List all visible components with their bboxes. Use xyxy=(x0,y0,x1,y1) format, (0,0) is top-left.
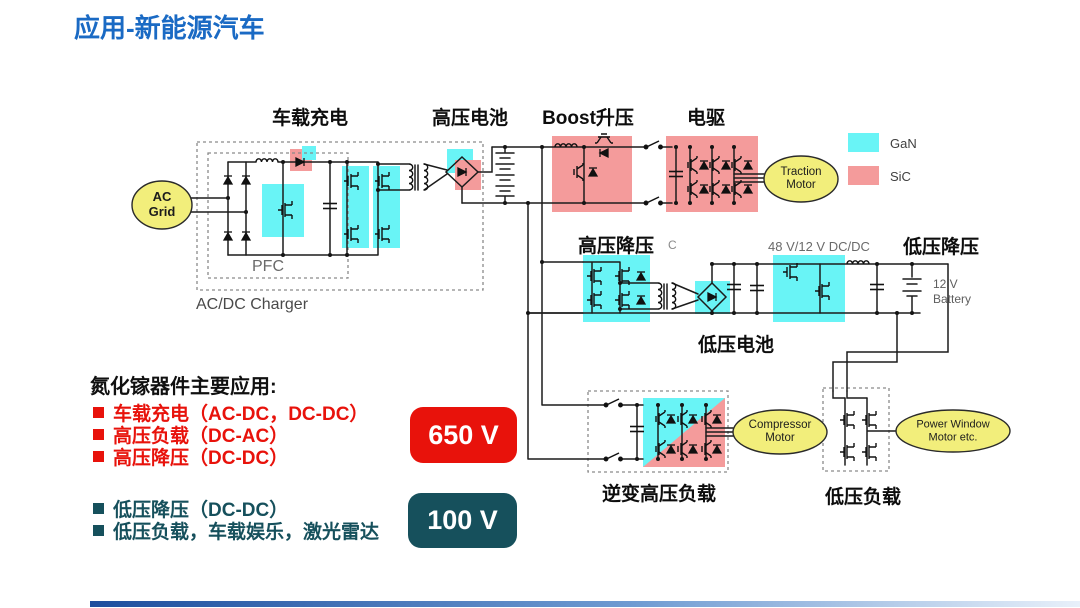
compressor-motor-node xyxy=(732,409,828,455)
summary-heading: 氮化镓器件主要应用: xyxy=(90,376,277,398)
traction-motor-label: Traction Motor xyxy=(780,166,821,192)
list-item: 高压降压（DC-DC） xyxy=(93,446,368,469)
junction-dots xyxy=(226,145,914,461)
compressor-line1: Compressor xyxy=(748,418,812,431)
legend-sic-label: SiC xyxy=(890,169,911,184)
ac-grid-node xyxy=(131,180,193,230)
list-item-text: 高压降压（DC-DC） xyxy=(113,447,289,469)
label-lv-buck: 低压降压 xyxy=(902,237,980,258)
legend-gan-label: GaN xyxy=(890,136,917,151)
label-onboard-charger: 车载充电 xyxy=(271,108,349,129)
power-window-line1: Power Window xyxy=(916,418,990,431)
ac-grid-label: AC Grid xyxy=(148,189,176,220)
legend-sic-swatch xyxy=(848,166,879,185)
power-window-motor-label: Power Window Motor etc. xyxy=(916,418,989,443)
label-48v12v-dcdc: 48 V/12 V DC/DC xyxy=(768,239,870,254)
bullet-icon xyxy=(93,450,104,462)
wires xyxy=(189,146,949,466)
power-window-line2: Motor etc. xyxy=(928,431,978,443)
badge-650v: 650 V xyxy=(410,407,517,463)
bullet-icon xyxy=(93,502,104,514)
list-item-text: 低压降压（DC-DC） xyxy=(113,499,289,521)
label-edrive: 电驱 xyxy=(686,108,726,129)
label-acdc-charger: AC/DC Charger xyxy=(196,296,309,313)
node-ellipses xyxy=(131,155,1011,455)
compressor-line2: Motor xyxy=(765,432,795,444)
ac-grid-line2: Grid xyxy=(148,204,176,219)
bullet-icon xyxy=(93,428,104,440)
list-item-text: 车载充电（AC-DC，DC-DC） xyxy=(113,403,369,425)
badge-100v: 100 V xyxy=(408,493,517,548)
traction-line1: Traction xyxy=(780,165,822,178)
traction-line2: Motor xyxy=(786,179,816,191)
label-pfc: PFC xyxy=(252,258,284,275)
list-item: 低压负载，车载娱乐，激光雷达 xyxy=(93,520,379,543)
label-boost: Boost升压 xyxy=(542,108,634,129)
list-item: 高压负载（DC-AC） xyxy=(93,424,368,447)
label-lv-battery: 低压电池 xyxy=(697,335,775,356)
list-item: 低压降压（DC-DC） xyxy=(93,498,379,521)
bullet-icon xyxy=(93,406,104,418)
power-window-motor-node xyxy=(895,409,1011,453)
bottom-accent-bar xyxy=(90,601,1080,607)
label-12v-battery: Battery xyxy=(933,292,972,306)
label-lv-load: 低压负载 xyxy=(824,487,902,508)
gan-650-list: 车载充电（AC-DC，DC-DC） 高压负载（DC-AC） 高压降压（DC-DC… xyxy=(93,402,368,469)
ac-grid-line1: AC xyxy=(152,189,172,205)
list-item: 车载充电（AC-DC，DC-DC） xyxy=(93,402,368,425)
label-inverter-hv-load: 逆变高压负载 xyxy=(601,484,717,505)
label-hv-buck: 高压降压 xyxy=(577,236,655,257)
gan-100-list: 低压降压（DC-DC） 低压负载，车载娱乐，激光雷达 xyxy=(93,498,379,543)
label-hv-battery: 高压电池 xyxy=(431,108,509,129)
traction-motor-node xyxy=(763,155,839,203)
list-item-text: 高压负载（DC-AC） xyxy=(113,425,289,447)
bullet-icon xyxy=(93,524,104,536)
page-title: 应用-新能源汽车 xyxy=(74,13,265,43)
label-stray-c: C xyxy=(668,238,677,252)
list-item-text: 低压负载，车载娱乐，激光雷达 xyxy=(113,521,380,543)
compressor-motor-label: Compressor Motor xyxy=(749,419,812,445)
label-12v: 12 V xyxy=(933,277,958,291)
legend-gan-swatch xyxy=(848,133,879,152)
